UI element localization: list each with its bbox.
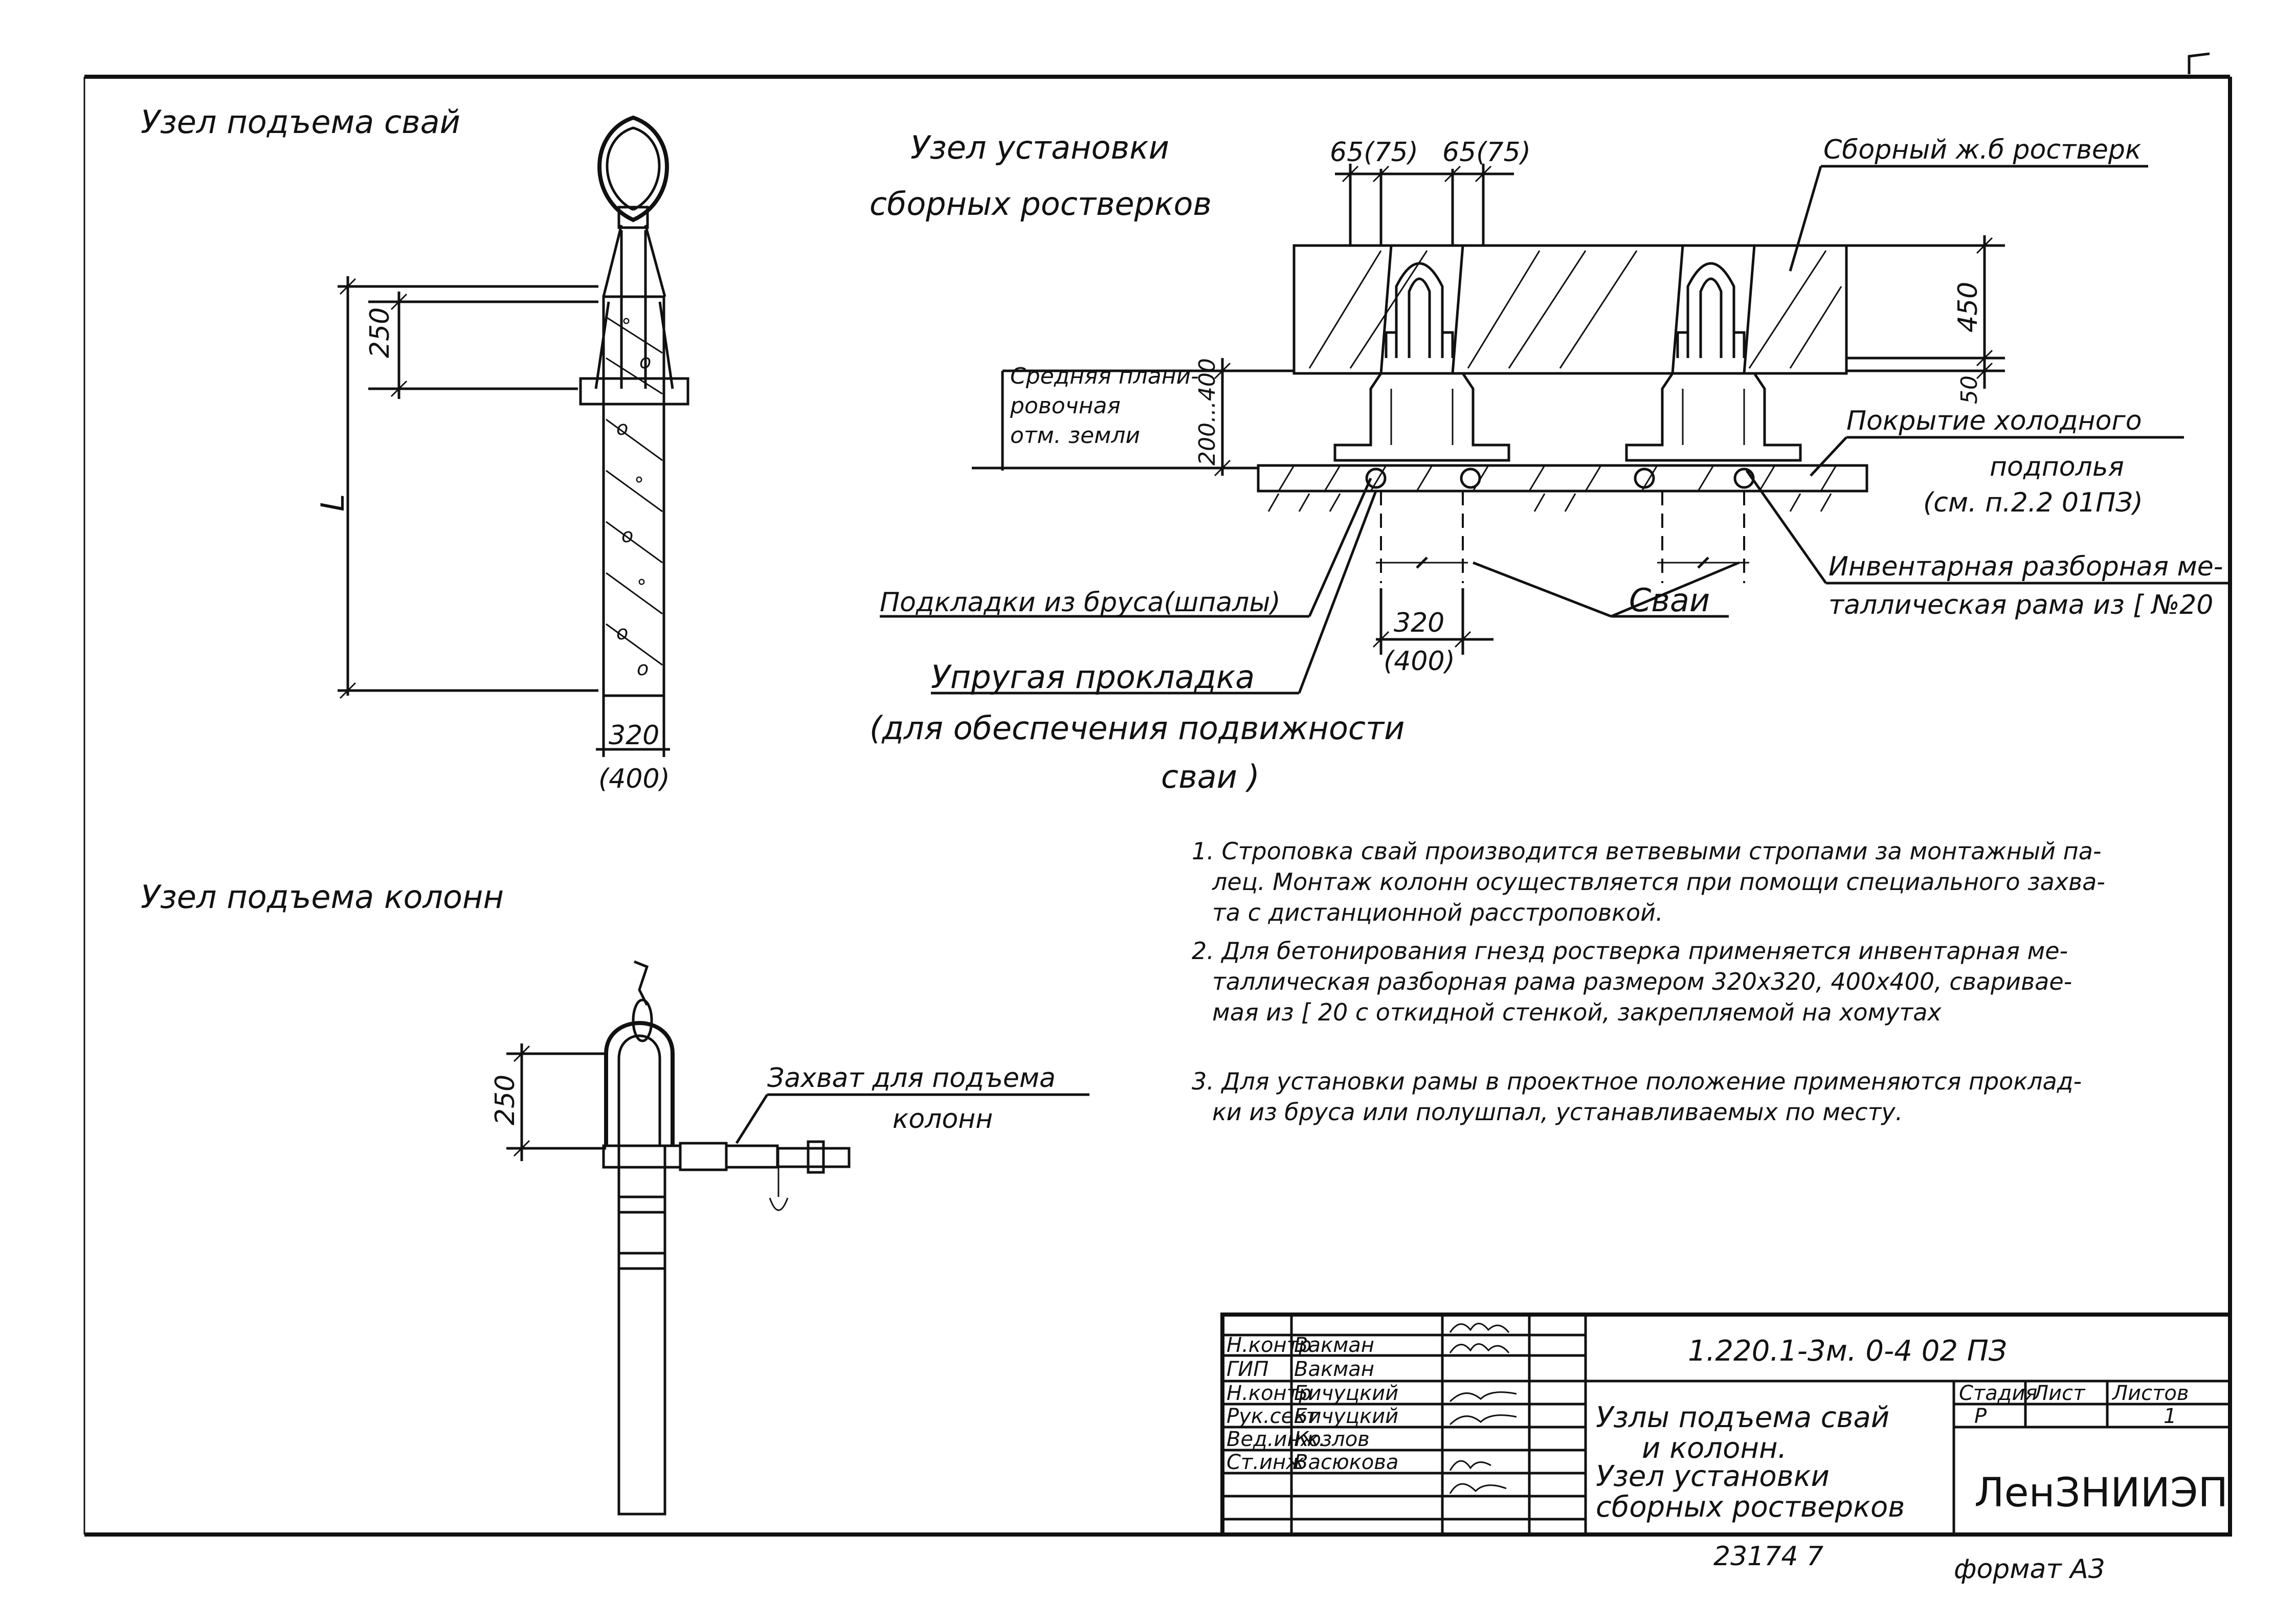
title-block [1220, 1313, 2232, 1537]
tb-sheet-header: Лист [2032, 1382, 2086, 1405]
note-line: 3. Для установки рамы в проектное положе… [1192, 1068, 2082, 1095]
pile-lifting-detail: °oo °o° oo 250 L 320 (400) [314, 115, 689, 794]
precast-grillage-label: Сборный ж.б ростверк [1823, 135, 2142, 165]
title-column-lifting: Узел подъема колонн [141, 878, 504, 916]
grillage-dim-200-400: 200...400 [1194, 358, 1220, 465]
ground-level-line1: Средняя плани- [1010, 363, 1199, 389]
svg-text:o: o [616, 417, 628, 439]
sheet-frame [83, 52, 2232, 1537]
grillage-detail [880, 164, 2230, 695]
tb-role: Н.контр [1227, 1382, 1311, 1405]
notes-block: 1. Строповка свай производится ветвевыми… [1192, 837, 2105, 1126]
note-line: ки из бруса или полушпал, устанавливаемы… [1212, 1098, 1903, 1126]
tb-stage-header: Стадия [1959, 1382, 2037, 1405]
title-grillage-line2: сборных ростверков [870, 185, 1212, 223]
note-line: та с дистанционной расстроповкой. [1212, 899, 1663, 926]
piles-label: Сваи [1629, 582, 1710, 619]
svg-text:o: o [621, 524, 633, 547]
tb-role: Вед.инж. [1227, 1428, 1325, 1451]
ground-level-line3: отм. земли [1010, 423, 1140, 449]
pads-label: Подкладки из бруса(шпалы) [880, 587, 1281, 618]
elastic-pad-line2: (для обеспечения подвижности [870, 709, 1405, 747]
svg-text:°: ° [621, 315, 631, 337]
pile-dim-L: L [314, 494, 351, 512]
tb-sheets-header: Листов [2111, 1382, 2189, 1405]
tb-sheets-value: 1 [2164, 1405, 2176, 1428]
tb-title-line1: Узлы подъема свай [1596, 1401, 1889, 1434]
tb-organization: ЛенЗНИИЭП [1974, 1470, 2228, 1516]
grillage-dim-320: 320 [1394, 608, 1444, 638]
svg-text:o: o [639, 350, 651, 373]
pile-dim-250: 250 [365, 307, 395, 358]
note-line: 1. Строповка свай производится ветвевыми… [1192, 837, 2101, 865]
tb-name: Бичуцкий [1294, 1405, 1398, 1428]
note-line: таллическая разборная рама размером 320х… [1212, 968, 2072, 995]
tb-designation: 1.220.1-3м. 0-4 02 ПЗ [1688, 1335, 2007, 1368]
note-line: 2. Для бетонирования гнезд ростверка при… [1192, 937, 2068, 965]
tb-name: Бичуцкий [1294, 1382, 1398, 1405]
tb-name: Козлов [1294, 1428, 1370, 1451]
tb-role: Ст.инж [1227, 1451, 1304, 1474]
column-lifting-detail: 250 [490, 960, 1089, 1516]
grillage-dim-50: 50 [1956, 375, 1982, 404]
pile-dim-320: 320 [609, 720, 659, 751]
tb-title-line4: сборных ростверков [1596, 1491, 1905, 1524]
title-pile-lifting: Узел подъема свай [141, 103, 460, 141]
grillage-dim-65-75-a: 65(75) [1330, 137, 1418, 168]
column-grip-label-line1: Захват для подъема [767, 1063, 1056, 1094]
grillage-dim-400: (400) [1384, 646, 1455, 677]
tb-role: ГИП [1227, 1358, 1268, 1381]
note-line: мая из [ 20 с откидной стенкой, закрепля… [1212, 998, 1942, 1026]
format-label: формат А3 [1954, 1554, 2105, 1585]
tb-title-line2: и колонн. [1642, 1432, 1787, 1465]
column-grip-label-line2: колонн [893, 1104, 993, 1135]
cover-label-line3: (см. п.2.2 01ПЗ) [1923, 487, 2143, 518]
title-grillage-line1: Узел установки [910, 129, 1169, 166]
tb-role: Рук.сект [1227, 1405, 1319, 1428]
column-dim-250: 250 [490, 1075, 521, 1125]
cover-label-line1: Покрытие холодного [1846, 406, 2142, 436]
frame-label-line1: Инвентарная разборная ме- [1829, 551, 2223, 582]
tb-role: Н.контр [1227, 1333, 1311, 1357]
tb-stage-value: Р [1974, 1405, 1987, 1428]
elastic-pad-line1: Упругая прокладка [931, 658, 1255, 696]
elastic-pad-line3: сваи ) [1161, 758, 1260, 795]
grillage-dim-450: 450 [1953, 282, 1983, 332]
ground-level-line2: ровочная [1010, 393, 1121, 419]
svg-text:o: o [616, 621, 628, 644]
svg-text:o: o [637, 657, 649, 680]
svg-text:°: ° [634, 473, 644, 496]
grillage-dim-65-75-b: 65(75) [1442, 137, 1531, 168]
cover-label-line2: подполья [1990, 452, 2124, 482]
tb-name: Вакман [1294, 1358, 1374, 1381]
tb-title-line3: Узел установки [1596, 1460, 1830, 1493]
pile-dim-400: (400) [598, 764, 670, 794]
inventory-number: 23174 7 [1713, 1541, 1823, 1572]
svg-text:°: ° [637, 575, 647, 598]
tb-name: Вакман [1294, 1333, 1374, 1357]
tb-name: Васюкова [1294, 1451, 1398, 1474]
note-line: лец. Монтаж колонн осуществляется при по… [1212, 868, 2105, 896]
frame-label-line2: таллическая рама из [ №20 [1829, 590, 2213, 620]
